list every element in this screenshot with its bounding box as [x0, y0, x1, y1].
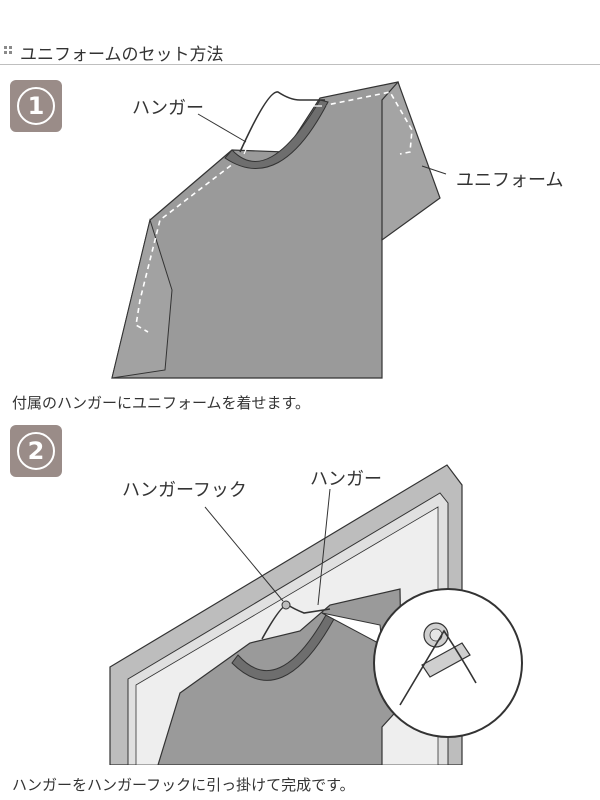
uniform-right-sleeve [381, 80, 441, 242]
step-2-diagram [109, 464, 523, 765]
step-2-badge: 2 [10, 425, 62, 477]
step-1-caption: 付属のハンガーにユニフォームを着せます。 [12, 394, 311, 412]
bullet-dots-icon [4, 46, 14, 56]
hanger-hook [281, 600, 291, 610]
step-1-uniform-label: ユニフォーム [456, 170, 564, 191]
step-1-hanger-label: ハンガー [132, 98, 204, 119]
hook-leader-line [204, 506, 284, 602]
step-1-diagram [111, 80, 447, 379]
hanger-leader-line-2 [317, 488, 331, 606]
section-header: ユニフォームのセット方法 [0, 38, 600, 66]
hanger-leader-line [197, 113, 247, 143]
hanger-wire [239, 91, 325, 153]
page-title: ユニフォームのセット方法 [20, 45, 224, 65]
zoom-hanger-wire [399, 629, 477, 706]
uniform-left-sleeve [111, 218, 173, 379]
step-2-caption: ハンガーをハンガーフックに引っ掛けて完成です。 [12, 776, 355, 794]
header-divider [0, 64, 600, 65]
step-2-number: 2 [17, 432, 55, 470]
uniform-leader-line [421, 165, 447, 175]
hidden-hanger-outline [135, 159, 239, 333]
step-2-hanger-label: ハンガー [310, 469, 382, 490]
step-2-hook-label: ハンガーフック [122, 480, 247, 501]
uniform-collar [224, 99, 329, 169]
step-1-badge: 1 [10, 80, 62, 132]
step-1-number: 1 [17, 87, 55, 125]
